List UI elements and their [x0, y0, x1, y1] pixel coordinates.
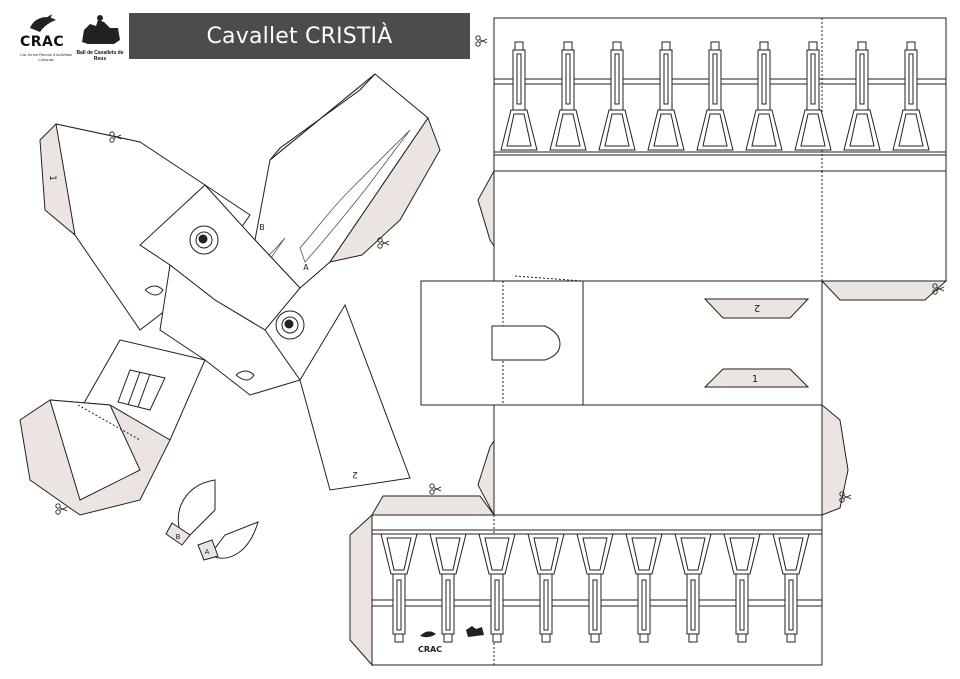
tab-label-head-2: 2: [352, 469, 358, 479]
top-legs: [500, 41, 930, 151]
top-leg-8: [843, 41, 881, 151]
svg-text:CRAC: CRAC: [418, 645, 442, 654]
crac-logo-subtitle: Cal Jeroni Reunió d'Activitats Culturals: [20, 52, 72, 62]
top-leg-6: [745, 41, 783, 151]
bottom-legs: [380, 533, 810, 643]
top-leg-1: [500, 41, 538, 151]
ball-cavallets-caption: Ball de Cavallets de Reus: [76, 50, 124, 62]
bottom-leg-panel: [349, 495, 823, 667]
bottom-leg-8: [723, 533, 761, 643]
bottom-leg-2: [429, 533, 467, 643]
bottom-leg-5: [576, 533, 614, 643]
tab-slot-1: 1: [703, 368, 810, 388]
tab-label-1: 1: [752, 374, 758, 385]
top-leg-9: [892, 41, 930, 151]
horse-head-cutout: 1 2 B A: [19, 73, 441, 516]
bottom-leg-9: [772, 533, 810, 643]
top-leg-4: [647, 41, 685, 151]
crac-logo-text: CRAC: [20, 34, 65, 50]
top-leg-5: [696, 41, 734, 151]
tab-label-head-1: 1: [47, 175, 57, 181]
bottom-leg-4: [527, 533, 565, 643]
ear-pieces: B A: [165, 479, 259, 561]
body-panel: [477, 170, 948, 301]
tab-label-2: 2: [754, 302, 760, 313]
tab-label-head-a: A: [303, 263, 309, 272]
small-logo-ball: [466, 626, 484, 637]
crac-emblem-icon: [30, 14, 56, 32]
ball-cavallets-logo: Ball de Cavallets de Reus: [74, 12, 126, 62]
bottom-leg-6: [625, 533, 663, 643]
page-title: Cavallet CRISTIÀ: [129, 13, 470, 59]
tab-label-head-b: B: [259, 223, 265, 232]
crac-logo: CRAC Cal Jeroni Reunió d'Activitats Cult…: [16, 12, 72, 62]
neck-slot-panel: [420, 280, 823, 406]
bottom-leg-3: [478, 533, 516, 643]
top-leg-2: [549, 41, 587, 151]
small-logo-crac: CRAC: [418, 631, 442, 654]
top-leg-7: [794, 41, 832, 151]
tab-slot-2: 2: [703, 298, 810, 319]
top-leg-3: [598, 41, 636, 151]
lower-body-panel: [477, 403, 849, 516]
bottom-leg-7: [674, 533, 712, 643]
horse-rider-icon: [82, 15, 120, 44]
bottom-leg-1: [380, 533, 418, 643]
ear-label-a: A: [205, 548, 210, 556]
ear-label-b: B: [176, 533, 181, 541]
